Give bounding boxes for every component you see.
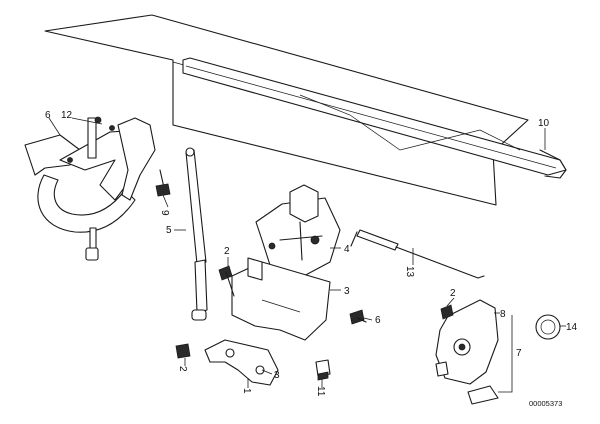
callout-9: 9 (159, 210, 170, 216)
seal-strip (182, 57, 567, 179)
hinge-assembly (24, 116, 156, 261)
bowden-cable (350, 229, 485, 279)
callout-6-hinge: 6 (45, 110, 51, 121)
callout-8-screw: 6 (375, 315, 381, 326)
callout-1: 1 (241, 388, 252, 394)
bracket-plate (231, 257, 331, 341)
callout-7: 7 (516, 348, 522, 359)
callout-10: 10 (538, 118, 550, 129)
callout-5: 5 (166, 225, 172, 236)
gas-strut (185, 147, 208, 321)
callout-13: 13 (404, 266, 415, 278)
callout-3-striker: 3 (274, 370, 280, 381)
callout-14: 14 (566, 322, 578, 333)
callout-2-striker: 2 (177, 366, 188, 372)
callout-11: 11 (315, 386, 326, 397)
cap-14 (535, 314, 561, 340)
callout-4: 4 (344, 244, 350, 255)
callout-3-bracket: 3 (344, 286, 350, 297)
retainer-clip (315, 359, 331, 381)
callout-8-cylinder: 8 (500, 309, 506, 320)
callout-2-cylinder: 2 (450, 288, 456, 299)
striker (175, 339, 279, 386)
callout-2-lock: 2 (224, 246, 230, 257)
lock-cylinder-assembly (435, 299, 499, 405)
bolt-2-lock (218, 265, 235, 297)
bolt-9 (155, 169, 171, 197)
leader-lines (48, 117, 566, 393)
screw-8 (349, 309, 367, 325)
callout-12: 12 (61, 110, 73, 121)
reference-number: 00005373 (529, 399, 562, 408)
lock-mechanism (255, 184, 341, 279)
